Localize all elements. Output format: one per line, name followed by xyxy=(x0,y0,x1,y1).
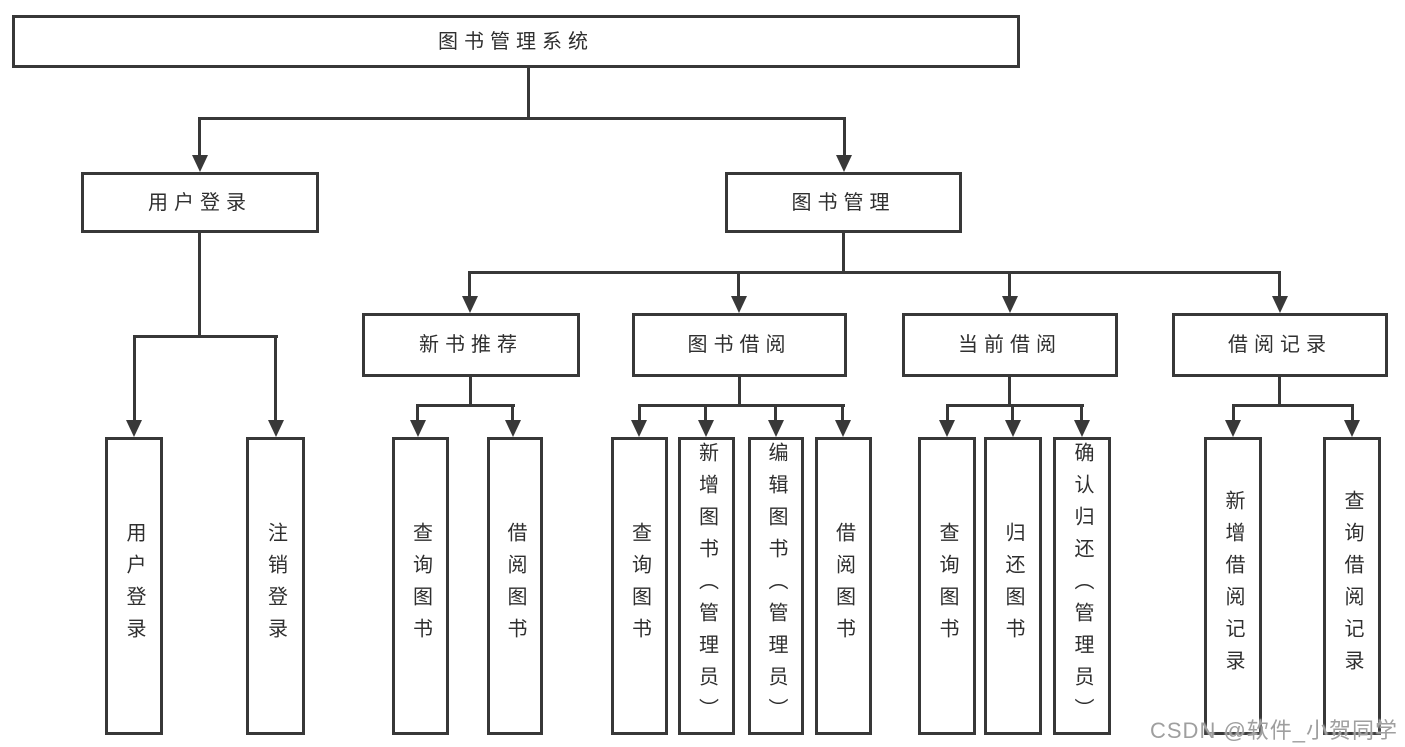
connector xyxy=(133,335,136,422)
leaf-query-borrow-record: 查询借阅记录 xyxy=(1323,437,1381,735)
arrowhead-icon xyxy=(268,420,284,437)
leaf-confirm-return-admin: 确认归还（管理员） xyxy=(1053,437,1111,735)
arrowhead-icon xyxy=(768,420,784,437)
arrowhead-icon xyxy=(192,155,208,172)
node-root-label: 图书管理系统 xyxy=(438,30,594,53)
arrowhead-icon xyxy=(1002,296,1018,313)
leaf-add-borrow-record-label: 新增借阅记录 xyxy=(1222,490,1244,682)
leaf-add-book-admin-label: 新增图书（管理员） xyxy=(695,442,718,730)
leaf-logout: 注销登录 xyxy=(246,437,305,735)
connector xyxy=(198,117,846,120)
leaf-add-borrow-record: 新增借阅记录 xyxy=(1204,437,1262,735)
leaf-borrow-books-borrow: 借阅图书 xyxy=(815,437,872,735)
connector xyxy=(1008,375,1011,406)
connector xyxy=(416,404,515,407)
node-new-book-recommend: 新书推荐 xyxy=(362,313,580,377)
arrowhead-icon xyxy=(731,296,747,313)
leaf-query-books-borrow-label: 查询图书 xyxy=(628,522,651,650)
csdn-watermark: CSDN @软件_小贺同学 xyxy=(1150,718,1399,743)
connector xyxy=(842,231,845,273)
connector xyxy=(416,404,419,422)
connector xyxy=(198,231,201,337)
node-new-book-recommend-label: 新书推荐 xyxy=(419,334,523,356)
connector xyxy=(738,375,741,406)
leaf-add-book-admin: 新增图书（管理员） xyxy=(678,437,735,735)
connector xyxy=(527,66,530,119)
connector xyxy=(198,117,201,159)
arrowhead-icon xyxy=(505,420,521,437)
leaf-borrow-books-recommend-label: 借阅图书 xyxy=(504,522,526,650)
node-book-borrow-label: 图书借阅 xyxy=(687,334,792,356)
node-book-borrow: 图书借阅 xyxy=(632,313,847,377)
arrowhead-icon xyxy=(1344,420,1360,437)
arrowhead-icon xyxy=(939,420,955,437)
arrowhead-icon xyxy=(836,155,852,172)
arrowhead-icon xyxy=(1225,420,1241,437)
leaf-borrow-books-borrow-label: 借阅图书 xyxy=(832,522,855,650)
node-current-borrow-label: 当前借阅 xyxy=(958,334,1062,356)
arrowhead-icon xyxy=(1272,296,1288,313)
connector xyxy=(841,404,844,422)
connector xyxy=(638,404,641,422)
connector xyxy=(1080,404,1083,422)
node-user-login-label: 用户登录 xyxy=(148,191,252,214)
leaf-query-books-recommend: 查询图书 xyxy=(392,437,449,735)
connector xyxy=(1008,271,1011,299)
arrowhead-icon xyxy=(1005,420,1021,437)
arrowhead-icon xyxy=(1074,420,1090,437)
connector xyxy=(469,271,1281,274)
node-borrow-records: 借阅记录 xyxy=(1172,313,1388,377)
connector xyxy=(1232,404,1354,407)
connector xyxy=(133,335,278,338)
connector xyxy=(1278,271,1281,299)
node-book-management: 图书管理 xyxy=(725,172,962,233)
connector xyxy=(1011,404,1014,422)
connector xyxy=(1351,404,1354,422)
connector xyxy=(1278,375,1281,406)
connector xyxy=(638,404,845,407)
connector xyxy=(469,375,472,406)
leaf-edit-book-admin-label: 编辑图书（管理员） xyxy=(765,442,787,730)
node-user-login: 用户登录 xyxy=(81,172,319,233)
connector xyxy=(274,335,277,422)
connector xyxy=(843,117,846,159)
node-current-borrow: 当前借阅 xyxy=(902,313,1118,377)
connector xyxy=(511,404,514,422)
arrowhead-icon xyxy=(410,420,426,437)
leaf-logout-label: 注销登录 xyxy=(264,522,287,650)
leaf-edit-book-admin: 编辑图书（管理员） xyxy=(748,437,804,735)
arrowhead-icon xyxy=(462,296,478,313)
leaf-user-login-label: 用户登录 xyxy=(123,522,145,650)
arrowhead-icon xyxy=(631,420,647,437)
node-borrow-records-label: 借阅记录 xyxy=(1228,334,1332,356)
arrowhead-icon xyxy=(126,420,142,437)
connector xyxy=(468,271,471,299)
leaf-user-login: 用户登录 xyxy=(105,437,163,735)
connector xyxy=(1232,404,1235,422)
arrowhead-icon xyxy=(835,420,851,437)
arrowhead-icon xyxy=(698,420,714,437)
connector xyxy=(737,271,740,299)
node-book-management-label: 图书管理 xyxy=(791,191,896,214)
connector xyxy=(774,404,777,422)
leaf-query-books-current-label: 查询图书 xyxy=(936,522,958,650)
leaf-query-borrow-record-label: 查询借阅记录 xyxy=(1341,490,1363,682)
leaf-query-books-borrow: 查询图书 xyxy=(611,437,668,735)
leaf-return-book: 归还图书 xyxy=(984,437,1042,735)
leaf-query-books-current: 查询图书 xyxy=(918,437,976,735)
connector xyxy=(946,404,949,422)
connector xyxy=(946,404,1084,407)
node-root: 图书管理系统 xyxy=(12,15,1020,68)
leaf-confirm-return-admin-label: 确认归还（管理员） xyxy=(1071,442,1093,730)
leaf-borrow-books-recommend: 借阅图书 xyxy=(487,437,543,735)
leaf-query-books-recommend-label: 查询图书 xyxy=(409,522,432,650)
leaf-return-book-label: 归还图书 xyxy=(1002,522,1024,650)
connector xyxy=(704,404,707,422)
